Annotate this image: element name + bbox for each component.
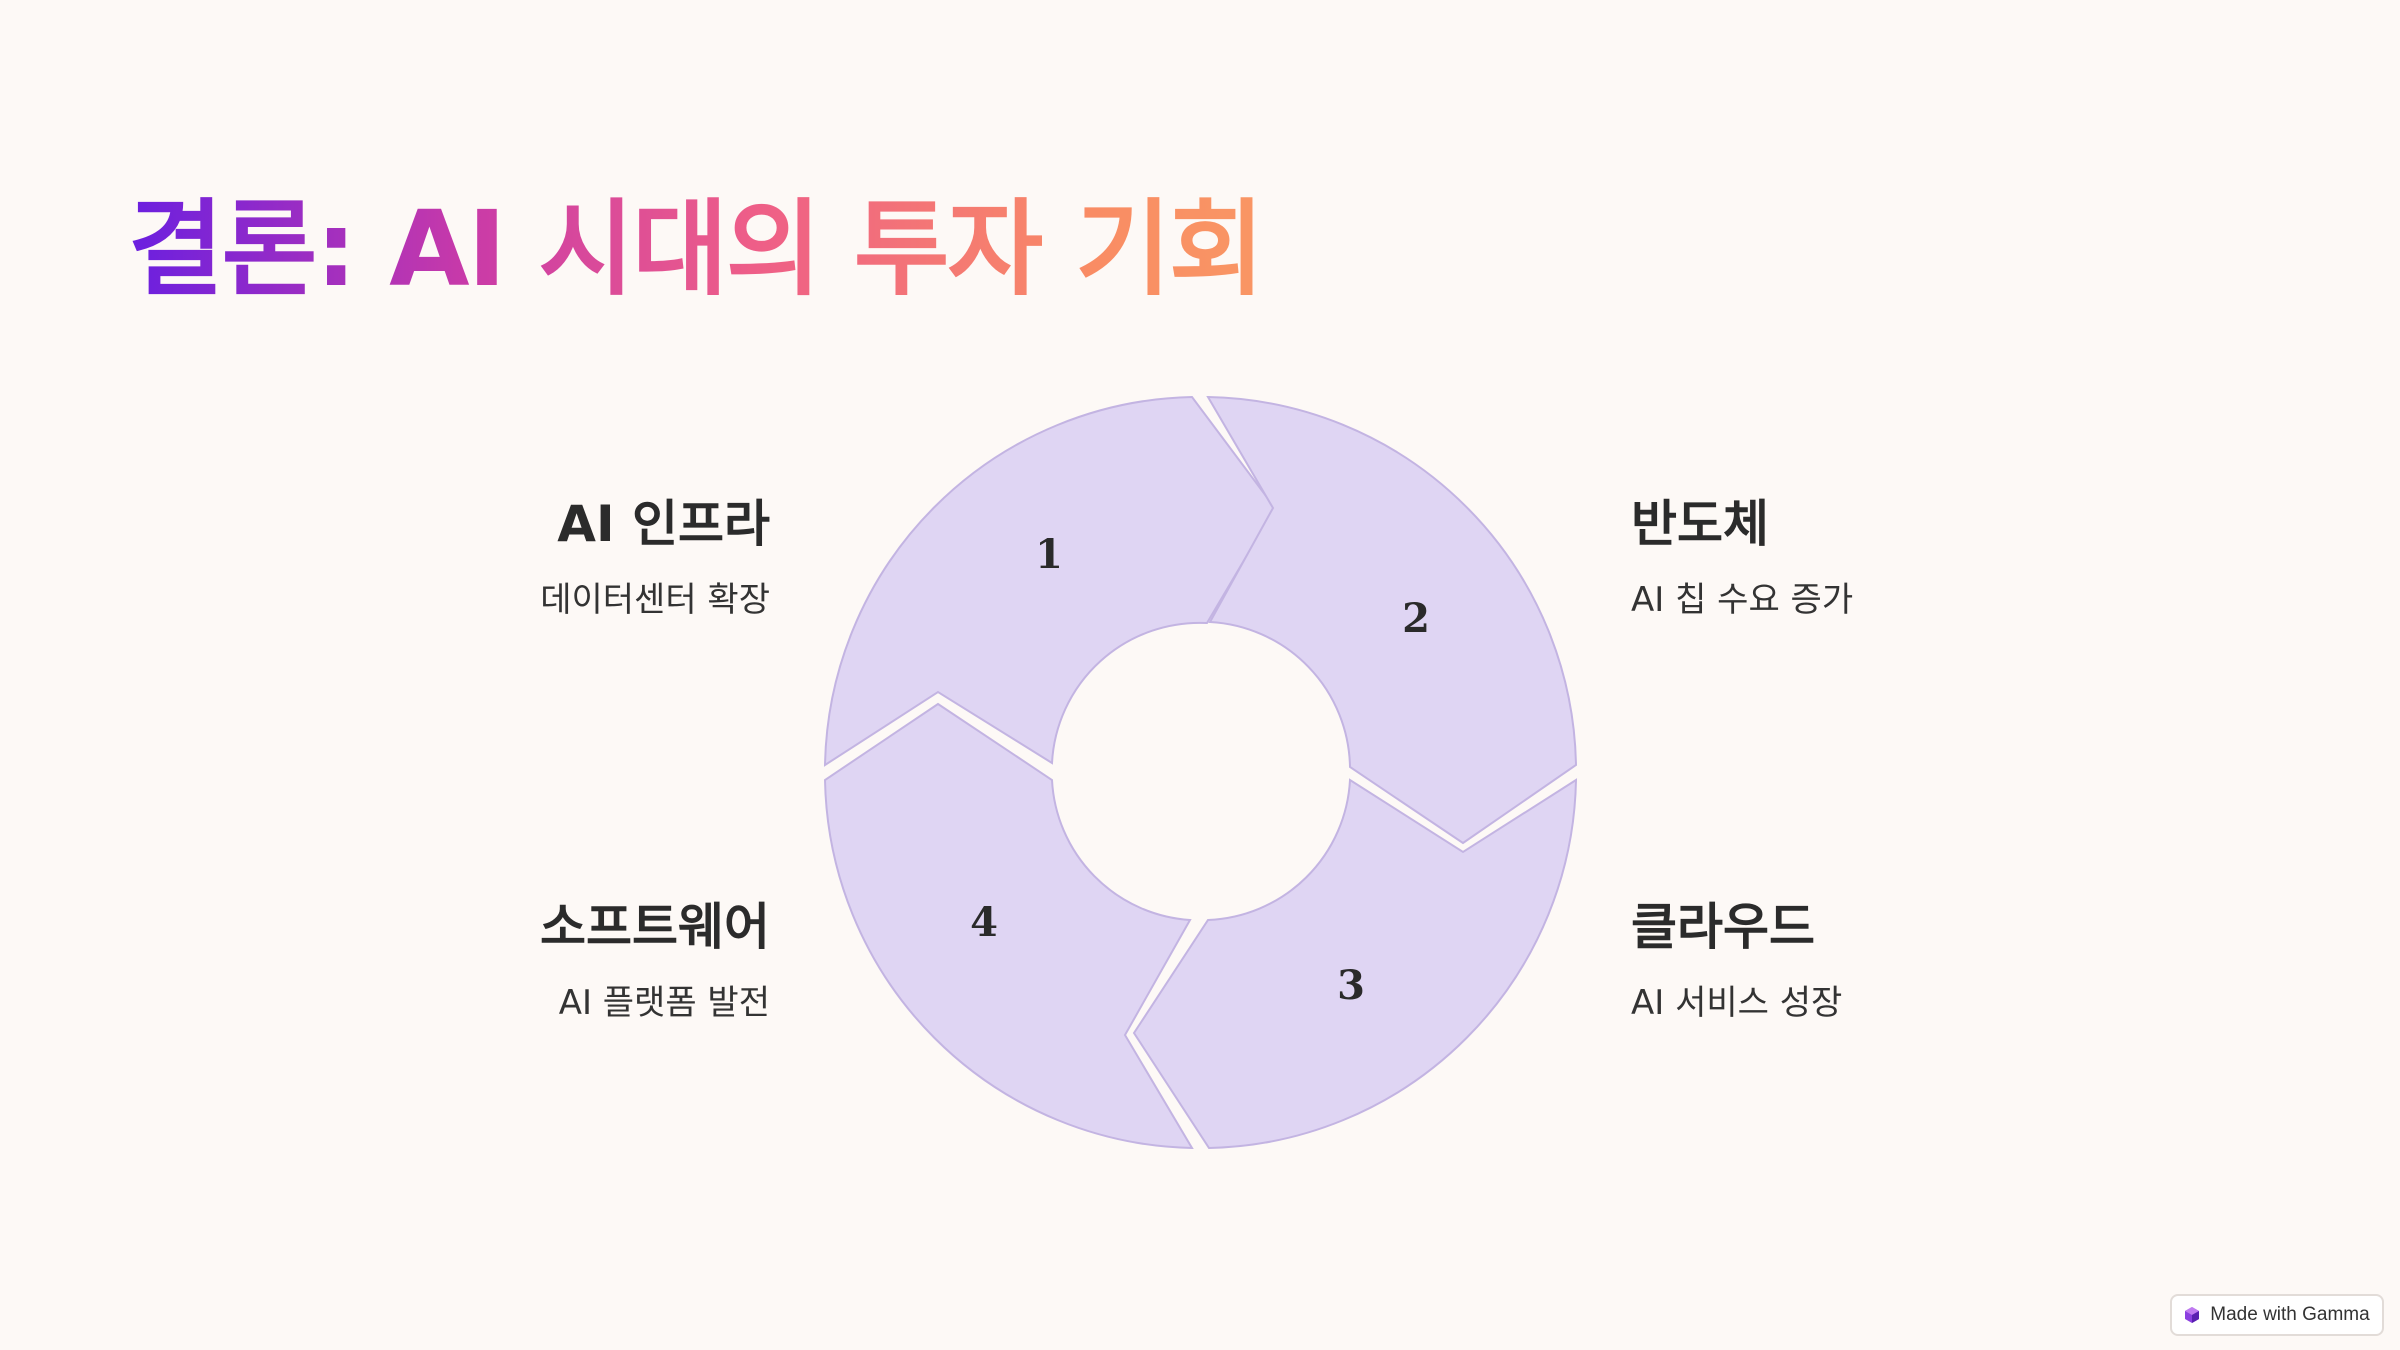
cycle-segment-3 — [1132, 778, 1578, 1150]
cycle-item-title: 반도체 — [1631, 495, 1769, 553]
badge-label: Made with Gamma — [2210, 1304, 2370, 1325]
cycle-item-description: AI 플랫폼 발전 — [558, 983, 770, 1023]
cycle-item-title: 클라우드 — [1631, 898, 1815, 956]
page-title: 결론: AI 시대의 투자 기회 — [128, 188, 1265, 310]
cycle-item-description: AI 서비스 성장 — [1631, 983, 1843, 1023]
cycle-number-2: 2 — [1402, 595, 1430, 642]
gamma-logo-icon — [2184, 1306, 2200, 1324]
cycle-number-4: 4 — [970, 899, 998, 946]
cycle-item-description: 데이터센터 확장 — [540, 580, 770, 620]
cycle-item-3: 클라우드 AI 서비스 성장 — [1631, 897, 2111, 1024]
cycle-segment-4 — [823, 702, 1194, 1150]
cycle-item-2: 반도체 AI 칩 수요 증가 — [1631, 494, 2111, 621]
cycle-item-title: AI 인프라 — [557, 495, 770, 553]
cycle-number-1: 1 — [1035, 531, 1063, 578]
cycle-item-title: 소프트웨어 — [540, 898, 770, 956]
cycle-item-description: AI 칩 수요 증가 — [1631, 580, 1854, 620]
cycle-item-1: AI 인프라 데이터센터 확장 — [290, 494, 770, 621]
cycle-number-3: 3 — [1337, 962, 1365, 1009]
made-with-gamma-badge[interactable]: Made with Gamma — [2170, 1294, 2384, 1336]
cycle-item-4: 소프트웨어 AI 플랫폼 발전 — [290, 897, 770, 1024]
cycle-segment-1 — [823, 395, 1277, 767]
cycle-segment-2 — [1206, 395, 1578, 845]
